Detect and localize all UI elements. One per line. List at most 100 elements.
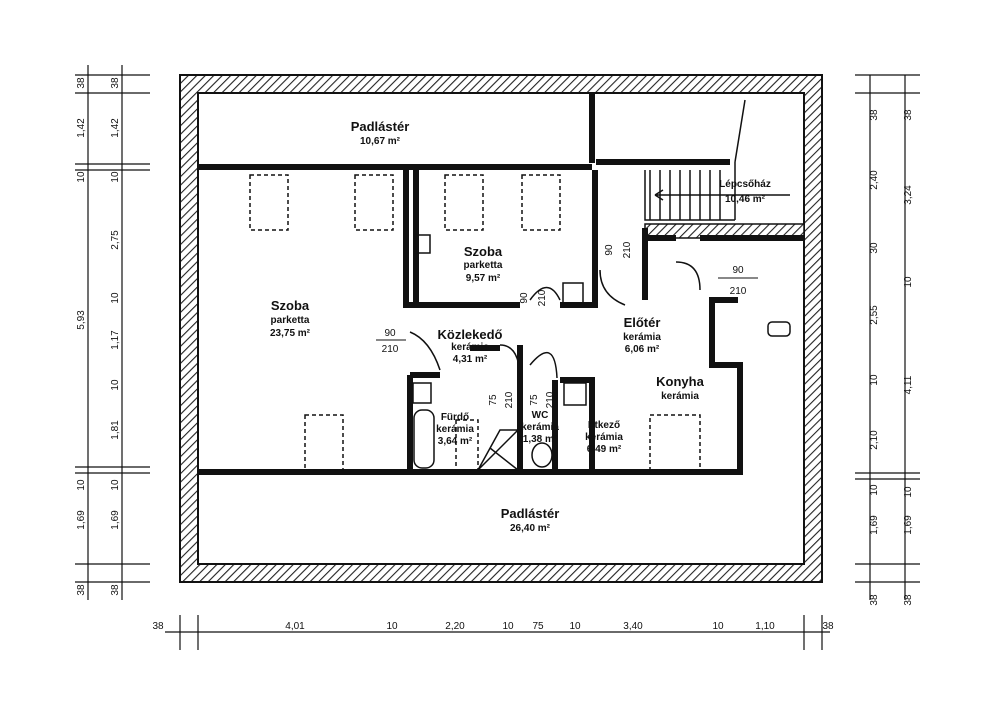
svg-text:10: 10 [903,276,914,288]
svg-text:2,20: 2,20 [445,621,465,632]
dimension-lines [75,65,920,650]
door-width: 90 [384,328,396,339]
svg-text:5,93: 5,93 [76,310,87,330]
svg-text:10: 10 [386,621,398,632]
svg-text:38: 38 [76,584,87,596]
door-width: 75 [488,394,499,406]
svg-text:38: 38 [76,77,87,89]
svg-text:38: 38 [822,621,834,632]
room-name: Konyha [656,374,704,389]
room-floor: kerámia [661,391,699,402]
skylights [249,174,701,471]
door-height: 210 [382,344,399,355]
door-width: 90 [604,244,615,256]
room-floor: parketta [271,315,310,326]
svg-text:1,10: 1,10 [755,621,775,632]
svg-text:10: 10 [110,379,121,391]
outer-wall [179,74,823,583]
room-area: 1,38 m² [523,434,558,445]
fixtures [412,234,791,469]
svg-text:38: 38 [903,594,914,606]
svg-text:30: 30 [869,242,880,254]
door-width: 75 [529,394,540,406]
svg-text:4,01: 4,01 [285,621,305,632]
svg-text:2,40: 2,40 [869,170,880,190]
svg-text:1,42: 1,42 [76,118,87,138]
svg-text:10: 10 [869,484,880,496]
door-width: 90 [519,292,530,304]
room-name: Padlástér [501,506,560,521]
svg-text:3,40: 3,40 [623,621,643,632]
door-height: 210 [537,289,548,306]
room-area: 6,06 m² [625,344,660,355]
room-area: 6,49 m² [587,444,622,455]
svg-text:38: 38 [869,109,880,121]
room-floor: parketta [464,260,503,271]
staircase [644,99,790,221]
room-area: 10,46 m² [725,194,766,205]
room-name: Padlástér [351,119,410,134]
door-height: 210 [504,391,515,408]
door-height: 210 [545,391,556,408]
room-area: 10,67 m² [360,136,401,147]
svg-text:10: 10 [903,486,914,498]
svg-text:2,10: 2,10 [869,430,880,450]
svg-text:2,55: 2,55 [869,305,880,325]
svg-text:10: 10 [502,621,514,632]
room-area: 3,64 m² [438,436,473,447]
room-area: 9,57 m² [466,273,501,284]
svg-text:38: 38 [152,621,164,632]
room-area: 4,31 m² [453,354,488,365]
door-height: 210 [622,241,633,258]
door-swings [409,261,701,381]
svg-text:1,69: 1,69 [869,515,880,535]
svg-text:1,69: 1,69 [76,510,87,530]
door-height: 210 [730,286,747,297]
interior-walls [198,93,804,475]
svg-text:10: 10 [110,171,121,183]
svg-text:38: 38 [110,584,121,596]
room-floor: kerámia [521,422,559,433]
room-name: WC [532,410,549,421]
room-floor: kerámia [623,332,661,343]
svg-text:38: 38 [903,109,914,121]
dims-left-outer: 38 1,42 10 5,93 10 1,69 38 [76,77,87,596]
svg-text:2,75: 2,75 [110,230,121,250]
room-name: Étkező [588,418,620,431]
svg-text:38: 38 [869,594,880,606]
svg-text:10: 10 [110,479,121,491]
dims-right-inner: 38 3,24 10 4,11 10 1,69 38 [903,109,914,606]
room-name: Előtér [624,315,661,330]
door-labels: 90 210 90 210 90 210 90 210 75 210 75 21… [376,241,758,408]
room-name: Fürdő [441,412,469,423]
svg-text:1,69: 1,69 [903,515,914,535]
svg-text:10: 10 [869,374,880,386]
door-width: 90 [732,265,744,276]
svg-text:1,42: 1,42 [110,118,121,138]
room-floor: kerámia [436,424,474,435]
room-floor: kerámia [451,342,489,353]
svg-text:10: 10 [569,621,581,632]
dims-left-inner: 38 1,42 10 2,75 10 1,17 10 1,81 10 1,69 … [110,77,121,596]
svg-text:10: 10 [712,621,724,632]
bath-stair [476,429,519,471]
room-name: Lépcsőház [719,179,771,190]
dims-bottom: 38 4,01 10 2,20 10 75 10 3,40 10 1,10 38 [152,621,834,632]
room-name: Szoba [271,298,310,313]
svg-text:1,17: 1,17 [110,330,121,350]
svg-text:10: 10 [110,292,121,304]
room-name: Közlekedő [437,327,502,342]
svg-text:38: 38 [110,77,121,89]
svg-text:10: 10 [76,171,87,183]
svg-text:3,24: 3,24 [903,185,914,205]
dims-right-outer: 38 2,40 30 2,55 10 2,10 10 1,69 38 [869,109,880,606]
room-area: 26,40 m² [510,523,551,534]
room-area: 23,75 m² [270,328,311,339]
svg-text:1,81: 1,81 [110,420,121,440]
room-name: Szoba [464,244,503,259]
room-floor: kerámia [585,432,623,443]
svg-text:10: 10 [76,479,87,491]
svg-text:1,69: 1,69 [110,510,121,530]
svg-text:4,11: 4,11 [903,375,914,394]
